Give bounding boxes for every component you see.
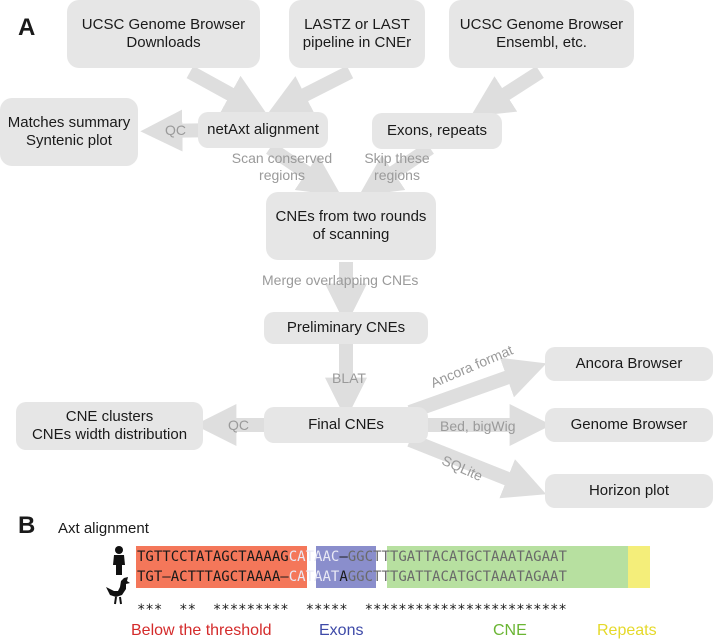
seq1-yellow-segment: AT [550, 549, 567, 565]
label-line: regions [374, 167, 420, 183]
box-lastz: LASTZ or LAST pipeline in CNEr [289, 0, 425, 68]
box-final-cnes: Final CNEs [264, 407, 428, 443]
legend-below-threshold: Below the threshold [131, 622, 272, 639]
legend-exons: Exons [319, 622, 364, 639]
arrow-lastz-netaxt [267, 65, 354, 114]
box-text: Preliminary CNEs [286, 319, 406, 336]
box-ucsc-ensembl: UCSC Genome Browser Ensembl, etc. [449, 0, 634, 68]
seq1-blue-segment: CATAAC [288, 549, 340, 565]
seq2-gap-1: – [280, 569, 289, 585]
arrow-horizon [407, 433, 547, 499]
label-merge-overlapping: Merge overlapping CNEs [262, 272, 419, 288]
box-text: UCSC Genome Browser [81, 16, 246, 33]
box-text: Matches summary [7, 114, 131, 131]
seq2-red-segment: TGT–ACTTTAGCTAAAA [137, 569, 281, 585]
seq2-yellow-segment: AT [550, 569, 567, 585]
box-text: Ensembl, etc. [496, 34, 587, 51]
box-text: Genome Browser [570, 416, 688, 433]
seq2-gap-2: A [339, 569, 348, 585]
label-bed-bigwig: Bed, bigWig [440, 418, 516, 434]
seq1-red-segment: TGTTCCTATAGCTAAAA [137, 549, 281, 565]
label-line: Skip these [364, 150, 430, 166]
box-preliminary-cnes: Preliminary CNEs [264, 312, 428, 344]
label-blat: BLAT [332, 370, 366, 386]
block-repeats [628, 546, 650, 588]
box-text: of scanning [312, 226, 390, 243]
box-ancora-browser: Ancora Browser [545, 347, 713, 381]
block-cne [387, 546, 628, 588]
panel-label-b: B [18, 512, 36, 539]
box-text: Final CNEs [308, 416, 384, 433]
box-text: pipeline in CNEr [302, 34, 412, 51]
box-text: Exons, repeats [386, 122, 488, 139]
seq1-gap-1: G [280, 549, 289, 565]
box-text: Horizon plot [588, 482, 670, 499]
seq1-gap-2: – [339, 549, 348, 565]
box-matches-summary: Matches summary Syntenic plot [0, 98, 138, 166]
label-line: Scan conserved [231, 150, 333, 166]
box-cnes-two-rounds: CNEs from two rounds of scanning [266, 192, 436, 260]
box-text: LASTZ or LAST [304, 16, 410, 33]
sequence-row-1: TGTTCCTATAGCTAAAAGCATAAC–GGCTTTGATTACATG… [137, 547, 567, 567]
alignment-title: Axt alignment [58, 520, 149, 537]
box-cne-clusters: CNE clusters CNEs width distribution [16, 402, 203, 450]
arrow-downloads-netaxt [186, 65, 268, 115]
seq2-blue-segment: CATAAT [288, 569, 340, 585]
seq2-green-segment: GGCTTTGATTACATGCTAAATAGA [347, 569, 551, 585]
legend-cne: CNE [493, 622, 527, 639]
label-qc-2: QC [228, 417, 249, 433]
box-text: CNE clusters [65, 408, 154, 425]
arrow-scan [266, 142, 342, 196]
box-text: UCSC Genome Browser [459, 16, 624, 33]
label-skip-regions: Skip these regions [357, 150, 437, 184]
box-text: netAxt alignment [207, 121, 319, 138]
label-qc-1: QC [165, 122, 186, 138]
box-text: CNEs width distribution [31, 426, 188, 443]
arrow-skip [358, 142, 434, 196]
box-text: CNEs from two rounds [275, 208, 427, 225]
label-scan-conserved: Scan conserved regions [218, 150, 346, 184]
box-text: Syntenic plot [26, 132, 112, 149]
block-exons [316, 546, 376, 588]
box-horizon-plot: Horizon plot [545, 474, 713, 508]
legend-repeats: Repeats [597, 622, 657, 639]
rooster-silhouette-icon [106, 577, 130, 605]
label-line: regions [259, 167, 305, 183]
box-ucsc-downloads: UCSC Genome Browser Downloads [67, 0, 260, 68]
box-exons-repeats: Exons, repeats [372, 113, 502, 149]
box-genome-browser: Genome Browser [545, 408, 713, 442]
conservation-stars: *** ** ********* ***** *****************… [137, 602, 567, 618]
arrow-ensembl-exons [470, 66, 544, 117]
human-silhouette-icon [113, 546, 125, 575]
box-text: Downloads [126, 34, 201, 51]
panel-label-a: A [18, 14, 36, 41]
block-below-threshold [136, 546, 307, 588]
sequence-row-2: TGT–ACTTTAGCTAAAA–CATAATAGGCTTTGATTACATG… [137, 567, 567, 587]
box-netaxt-alignment: netAxt alignment [198, 112, 328, 148]
box-text: Ancora Browser [575, 355, 683, 372]
arrow-ancora [407, 357, 547, 419]
seq1-green-segment: GGCTTTGATTACATGCTAAATAGA [347, 549, 551, 565]
